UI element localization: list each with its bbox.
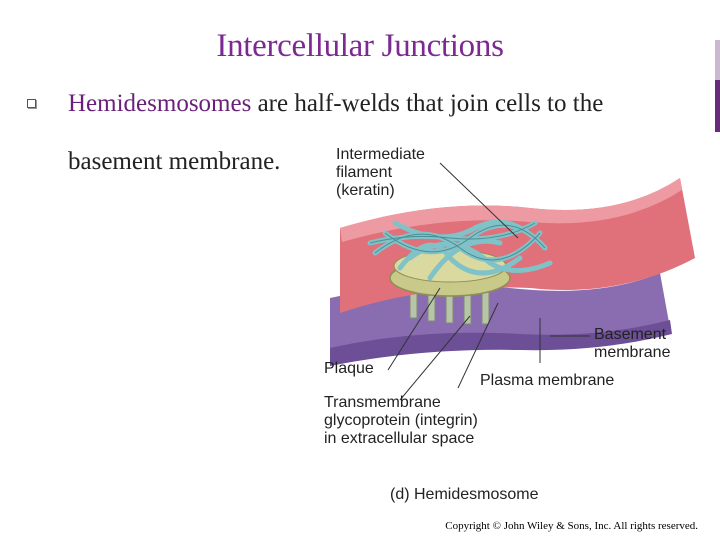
leader-transmembrane	[399, 315, 471, 401]
bullet-text: are half-welds that join cells to the	[251, 90, 604, 117]
leader-intermediate-filament	[439, 162, 519, 239]
label-transmembrane-glycoprotein: Transmembrane glycoprotein (integrin) in…	[324, 394, 478, 448]
label-line: in extracellular space	[324, 430, 475, 447]
slide-title: Intercellular Junctions	[216, 28, 504, 64]
label-line: membrane	[594, 344, 671, 361]
label-line: Intermediate	[336, 146, 425, 163]
copyright-notice: Copyright © John Wiley & Sons, Inc. All …	[445, 520, 698, 532]
hemidesmosome-illustration	[330, 162, 695, 401]
label-plasma-membrane: Plasma membrane	[480, 372, 615, 389]
hemidesmosome-figure: Intermediate filament (keratin) Basement…	[300, 138, 720, 518]
leader-plaque	[387, 287, 441, 371]
label-basement-membrane: Basement membrane	[594, 326, 670, 362]
leader-lines	[387, 162, 590, 401]
label-line: filament	[336, 164, 393, 181]
label-intermediate-filament: Intermediate filament (keratin)	[336, 146, 425, 200]
bullet-line-2: basement membrane.	[68, 148, 281, 175]
plasma-membrane-highlight	[340, 178, 682, 242]
label-plaque: Plaque	[324, 360, 374, 377]
leader-plasma-membrane	[457, 302, 499, 389]
label-line: glycoprotein (integrin)	[324, 412, 478, 429]
edge-accent-bar-dark	[715, 80, 720, 132]
label-line: (keratin)	[336, 182, 395, 199]
figure-caption: (d) Hemidesmosome	[390, 486, 539, 503]
bullet-line-1: Hemidesmosomes are half-welds that join …	[68, 90, 603, 118]
bullet-keyword: Hemidesmosomes	[68, 90, 252, 117]
label-line: Transmembrane	[324, 394, 441, 411]
square-bullet-icon	[27, 99, 36, 108]
label-line: Basement	[594, 326, 667, 343]
basement-membrane-edge	[330, 320, 672, 366]
